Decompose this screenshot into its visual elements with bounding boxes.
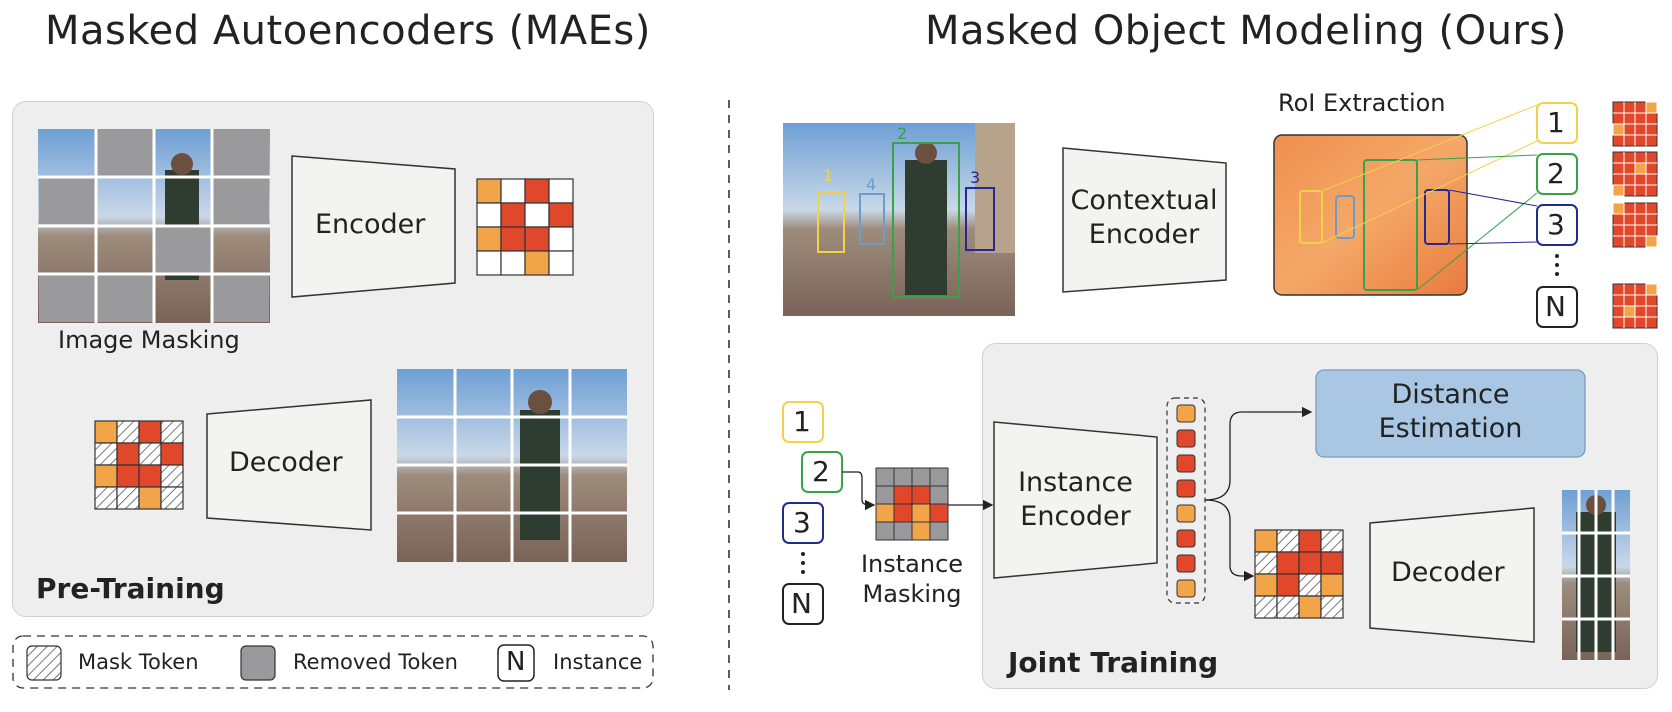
input-image [783,123,1015,316]
decoder-input-grid [94,420,184,510]
decoder-label: Decoder [229,447,343,478]
encoder-label: Encoder [315,209,426,240]
instance-id-n-label: N [791,587,812,620]
roi-ellipsis [1555,254,1559,276]
instance-swatch [497,644,535,682]
pre-training-label: Pre-Training [36,572,225,605]
arrow-to-decoder-input [1204,499,1255,582]
roi-instance-3 [1536,204,1578,246]
instance-ellipsis [801,552,805,574]
instance-id-1-label: 1 [793,405,811,438]
left-title: Masked Autoencoders (MAEs) [45,8,651,54]
right-title: Masked Object Modeling (Ours) [925,8,1567,54]
roi-instance-n-label: N [1545,290,1566,323]
right-decoder-block [1369,507,1535,643]
roi-instance-n [1536,286,1578,328]
instance-encoder-label: Instance Encoder [1018,467,1133,532]
contextual-encoder-block [1062,147,1227,293]
distance-estimation-box [1315,369,1586,458]
legend-mask-token: Mask Token [78,650,199,674]
masked-image-grid [38,129,270,323]
removed-token-swatch [240,645,276,681]
arrow-to-masking [842,471,876,511]
instance-id-2-label: 2 [812,455,830,488]
instance-id-1 [782,401,824,443]
roi-projection-lines [1321,104,1538,291]
legend-instance: Instance [553,650,643,674]
roi-instance-2-label: 2 [1547,157,1565,190]
bbox-id-2: 2 [897,124,907,143]
roi-instance-3-label: 3 [1547,208,1565,241]
legend-box [12,635,654,689]
legend-instance-symbol: N [506,647,526,677]
instance-masking-label: Instance Masking [860,550,964,608]
roi-box-4 [1335,195,1355,239]
roi-box-2 [1363,159,1418,291]
instance-id-3 [782,502,824,544]
roi-box-3 [1424,189,1450,245]
arrow-to-distance [1204,406,1313,501]
instance-id-3-label: 3 [793,506,811,539]
roi-feature-patches [1612,101,1658,329]
roi-extraction-label: RoI Extraction [1278,89,1446,117]
token-column-cells [1176,404,1196,598]
reconstructed-image [397,369,627,562]
bbox-id-1: 1 [823,166,833,185]
roi-feature-map [1273,134,1468,296]
instance-masking-grid [875,467,949,541]
roi-box-1 [1299,190,1323,244]
instance-encoder-block [993,421,1158,579]
distance-estimation-label: Distance Estimation [1378,379,1523,444]
image-masking-label: Image Masking [58,326,240,354]
right-decoder-input-grid [1254,529,1344,619]
bbox-id-4: 4 [866,175,876,194]
reconstructed-instance [1562,490,1630,660]
joint-training-label: Joint Training [1008,646,1219,679]
decoder-block [206,399,372,531]
contextual-encoder-label: Contextual Encoder [1070,185,1218,250]
legend-removed-token: Removed Token [293,650,458,674]
encoder-block [291,155,456,298]
roi-instance-1-label: 1 [1547,106,1565,139]
right-decoder-label: Decoder [1391,557,1505,588]
encoded-token-grid [476,178,574,276]
bbox-id-3: 3 [970,168,980,187]
roi-instance-2 [1536,153,1578,195]
roi-instance-1 [1536,102,1578,144]
mask-token-swatch [26,645,62,681]
instance-id-n [782,583,824,625]
